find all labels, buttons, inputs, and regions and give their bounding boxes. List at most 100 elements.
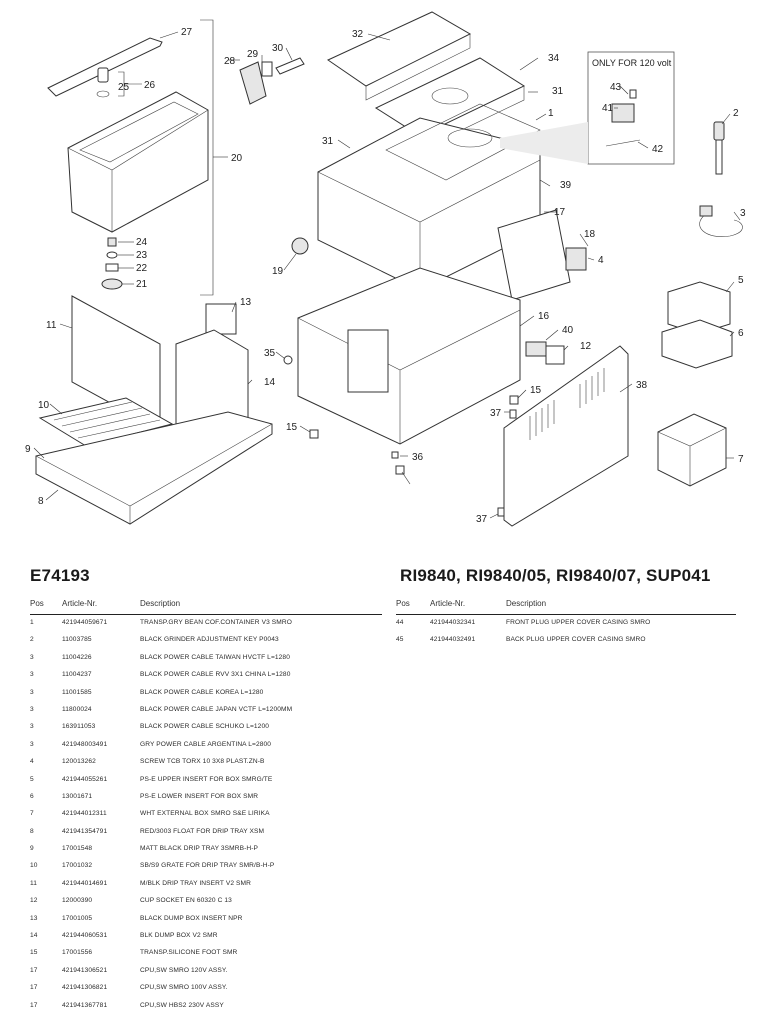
cell-pos: 7: [30, 810, 34, 818]
cell-pos: 17: [30, 984, 38, 992]
table-header: Pos Article-Nr. Description: [30, 598, 382, 615]
callout-number: 11: [46, 320, 57, 331]
callout-number: 9: [25, 444, 31, 455]
callout-numbers: 27 26 25 20 24 23 22 21 29 30 28 32 34 3…: [25, 27, 746, 525]
cell-pos: 3: [30, 705, 34, 713]
callout-number: 2: [733, 108, 739, 119]
cell-article: 421944032491: [430, 636, 476, 644]
table-row: 3 11800024 BLACK POWER CABLE JAPAN VCTF L=…: [30, 702, 382, 719]
table-header: Pos Article-Nr. Description: [396, 598, 736, 615]
part-10-grate: [38, 397, 174, 447]
cell-pos: 15: [30, 949, 38, 957]
callout-number: 31: [552, 86, 564, 97]
callout-number: 10: [38, 400, 50, 411]
cell-pos: 3: [30, 671, 34, 679]
cell-article: 12000390: [62, 897, 93, 905]
part-5-upper-insert: [667, 281, 731, 335]
cell-article: 163911053: [62, 723, 96, 731]
leader-27: [159, 31, 179, 39]
callout-number: 17: [554, 207, 566, 218]
part-43-screw: [629, 89, 637, 99]
cell-pos: 3: [30, 723, 34, 731]
cell-description: BLACK GRINDER ADJUSTMENT KEY P0043: [140, 636, 279, 644]
callout-number: 16: [538, 311, 550, 322]
part-15-foot-a: [309, 429, 319, 439]
cell-description: CUP SOCKET EN 60320 C 13: [140, 897, 232, 905]
cell-description: SCREW TCB TORX 10 3X8 PLAST.ZN-B: [140, 758, 265, 766]
part-1-hopper: [385, 103, 541, 181]
part-28-bracket: [239, 61, 267, 105]
callout-number: 37: [490, 408, 502, 419]
part-37-clip-b: [497, 507, 505, 517]
part-38-side-panel: [503, 345, 629, 527]
callout-number: 22: [136, 263, 148, 274]
cell-article: 421944032341: [430, 619, 476, 626]
header-pos: Pos: [30, 599, 44, 608]
callout-number: 38: [636, 380, 648, 391]
part-27-handle: [47, 37, 163, 97]
header-pos: Pos: [396, 599, 410, 608]
cell-article: 11800024: [62, 705, 92, 713]
cell-article: 17001548: [62, 845, 93, 853]
exploded-parts-diagram: 27 26 25 20 24 23 22 21 29 30 28 32 34 3…: [25, 11, 746, 527]
cell-pos: 45: [396, 636, 404, 644]
part-23-washer: [106, 251, 118, 259]
cell-article: 17001032: [62, 862, 93, 870]
callout-number: 7: [738, 454, 744, 465]
callout-number: 34: [548, 53, 560, 64]
cell-description: RED/3003 FLOAT FOR DRIP TRAY XSM: [140, 827, 265, 835]
callout-number: 15: [286, 422, 298, 433]
cell-pos: 13: [30, 914, 38, 922]
cell-article: 421941354791: [62, 827, 108, 835]
cell-pos: 17: [30, 966, 38, 974]
header-article: Article-Nr.: [430, 599, 466, 608]
cell-description: BLACK POWER CABLE TAIWAN HVCTF L=1280: [140, 653, 290, 661]
part-12-cup-socket: [545, 345, 565, 365]
part-19-gear: [291, 237, 309, 255]
cell-description: BLACK POWER CABLE KOREA L=1280: [140, 688, 264, 696]
part-2-key-head: [713, 121, 725, 141]
part-36-foot: [391, 451, 399, 459]
callout-number: 15: [530, 385, 542, 396]
callout-number: 32: [352, 29, 364, 40]
callout-number: 24: [136, 237, 148, 248]
callout-number: 27: [181, 27, 193, 38]
callout-number: 8: [38, 496, 44, 507]
part-3-cable: [699, 213, 743, 237]
cell-pos: 4: [30, 758, 34, 766]
cell-article: 11003785: [62, 636, 92, 644]
cell-description: GRY POWER CABLE ARGENTINA L=2800: [140, 740, 272, 748]
callout-number: 35: [264, 348, 276, 359]
model-title-left: E74193: [30, 566, 90, 585]
callout-number: 5: [738, 275, 744, 286]
part-17-cpu: [497, 209, 571, 301]
part-1-opening: [447, 128, 493, 148]
cell-pos: 6: [30, 792, 34, 800]
callout-number: 12: [580, 341, 592, 352]
cell-article: 421941306821: [62, 984, 108, 992]
cell-description: SB/S9 GRATE FOR DRIP TRAY SMR/B-H-P: [140, 862, 275, 870]
cell-description: BLACK POWER CABLE JAPAN VCTF L=1200MM: [140, 705, 293, 713]
part-15-foot-b: [395, 465, 405, 475]
part-7-edges: [657, 427, 727, 486]
cell-pos: 2: [30, 636, 34, 644]
part-7-box: [657, 413, 727, 487]
callout-number: 41: [602, 103, 614, 114]
callout-number: 29: [247, 49, 259, 60]
callout-number: 30: [272, 43, 284, 54]
model-title-right: RI9840, RI9840/05, RI9840/07, SUP041: [400, 566, 711, 585]
cell-description: PS-E LOWER INSERT FOR BOX SMR: [140, 792, 259, 800]
part-8-edges: [35, 423, 273, 524]
